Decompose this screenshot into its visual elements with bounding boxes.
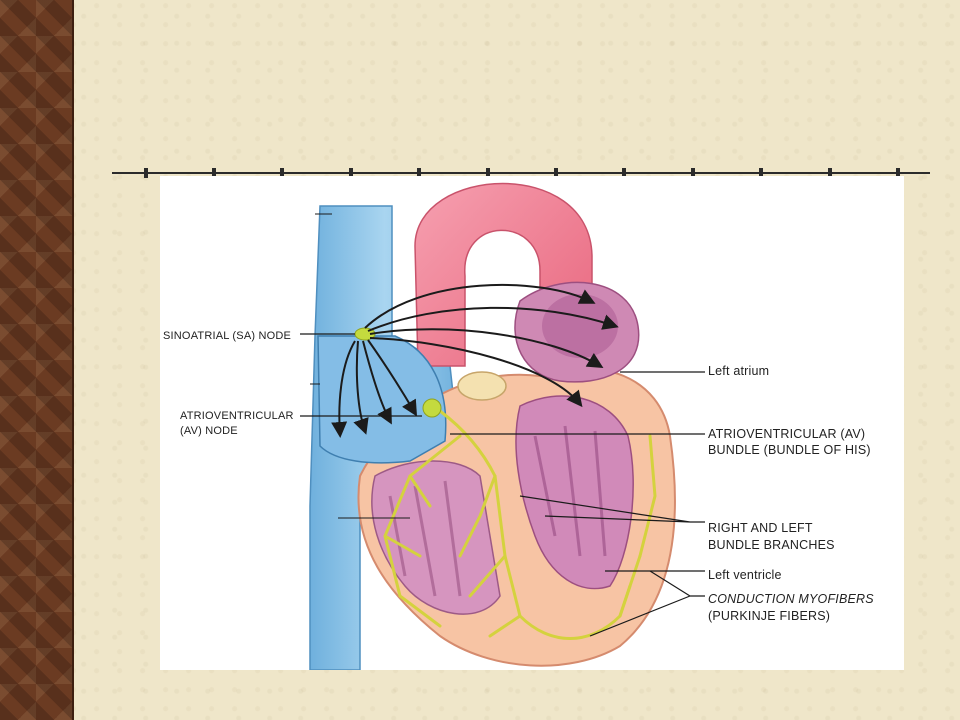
header-rule <box>112 172 930 174</box>
rule-tick <box>622 168 626 178</box>
leader-lines <box>300 333 705 637</box>
label-bundle-branches-line1: RIGHT AND LEFT <box>708 521 813 535</box>
label-sa-node: SINOATRIAL (SA) NODE <box>163 330 292 342</box>
label-myofibers-line2: (PURKINJE FIBERS) <box>708 609 831 623</box>
label-av-bundle-line1: ATRIOVENTRICULAR (AV) <box>708 427 866 441</box>
rule-tick <box>486 168 490 178</box>
av-node <box>422 398 442 418</box>
rule-tick <box>759 168 763 178</box>
decorative-side-strip <box>0 0 74 720</box>
rule-tick <box>554 168 558 178</box>
label-av-bundle-line2: BUNDLE (BUNDLE OF HIS) <box>708 443 871 457</box>
rule-tick <box>280 168 284 178</box>
label-myofibers-line1: CONDUCTION MYOFIBERS <box>708 592 874 606</box>
valve <box>457 371 507 401</box>
impulse-arrows <box>331 283 619 438</box>
label-av-node-line1: ATRIOVENTRICULAR <box>180 410 294 422</box>
right-atrium <box>317 335 447 464</box>
rule-tick <box>349 168 353 178</box>
label-bundle-branches-line2: BUNDLE BRANCHES <box>708 538 835 552</box>
label-left-ventricle: Left ventricle <box>708 568 782 582</box>
label-av-node-line2: (AV) NODE <box>180 425 238 437</box>
right-ventricle <box>371 460 501 615</box>
rule-tick <box>144 168 148 178</box>
rule-tick <box>212 168 216 178</box>
conduction-system <box>383 409 657 640</box>
aortic-arch-opening <box>484 233 526 286</box>
rule-tick <box>828 168 832 178</box>
label-left-atrium: Left atrium <box>708 364 770 378</box>
rule-tick <box>896 168 900 178</box>
heart-conduction-diagram <box>300 182 705 670</box>
rule-tick <box>691 168 695 178</box>
rule-tick <box>417 168 421 178</box>
